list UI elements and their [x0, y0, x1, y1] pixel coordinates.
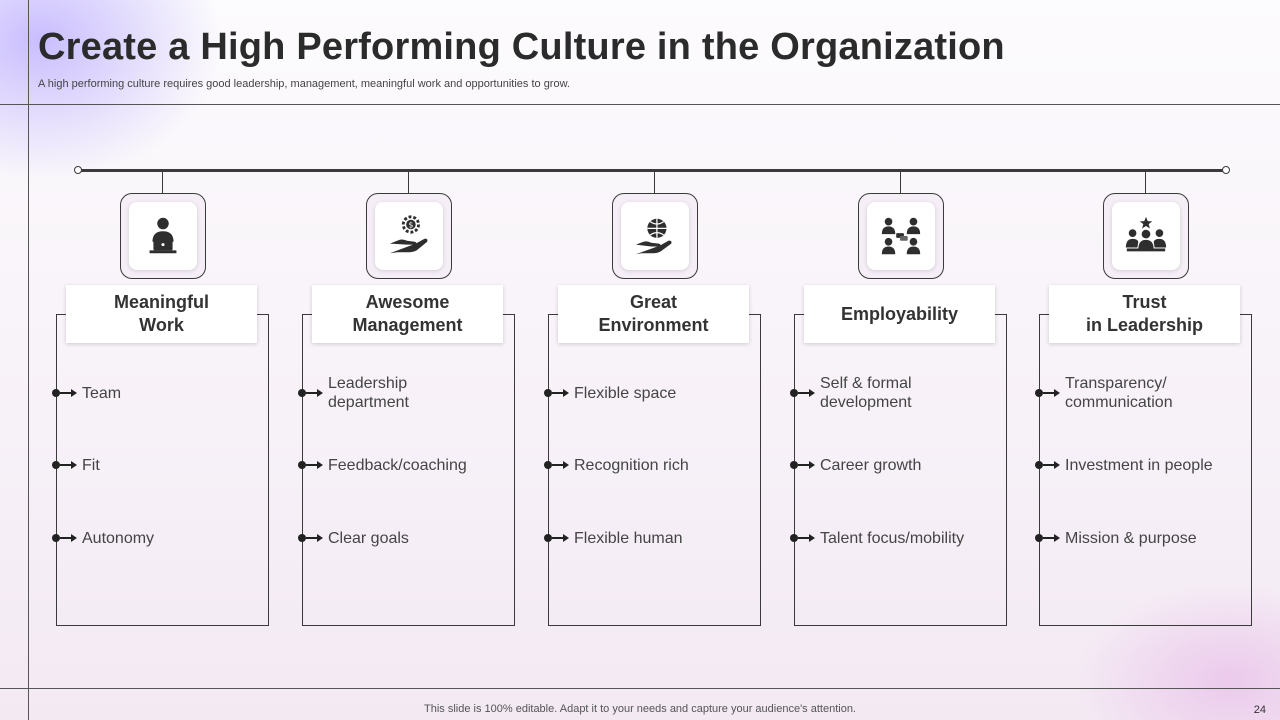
list-item: Recognition rich [544, 445, 760, 485]
arrow-icon [60, 534, 77, 542]
list-item: Team [52, 373, 268, 413]
column-meaningful-work: Meaningful Work Team Fit Autonomy [52, 170, 270, 630]
column-title: Awesome Management [312, 285, 503, 343]
arrow-icon [1043, 389, 1060, 397]
icon-frame [120, 193, 206, 279]
arrow-icon [1043, 534, 1060, 542]
column-great-environment: Great Environment Flexible space Recogni… [544, 170, 762, 630]
arrow-icon [60, 461, 77, 469]
left-guide-line [28, 0, 29, 720]
arrow-icon [798, 389, 815, 397]
icon-frame: $ [366, 193, 452, 279]
arrow-icon [798, 534, 815, 542]
list-item: Self & formal development [790, 373, 1006, 413]
page-subtitle: A high performing culture requires good … [38, 78, 570, 90]
column-employability: Employability Self & formal development … [790, 170, 1008, 630]
column-title: Trust in Leadership [1049, 285, 1240, 343]
column-connector [1145, 170, 1146, 194]
list-item: Flexible space [544, 373, 760, 413]
hand-money-gear-icon: $ [389, 215, 428, 254]
icon-frame [1103, 193, 1189, 279]
arrow-icon [552, 461, 569, 469]
list-item: Flexible human [544, 518, 760, 558]
page-number: 24 [1253, 704, 1266, 716]
arrow-icon [798, 461, 815, 469]
column-trust-in-leadership: Trust in Leadership Transparency/ commun… [1035, 170, 1253, 630]
list-item: Autonomy [52, 518, 268, 558]
column-title: Meaningful Work [66, 285, 257, 343]
hand-globe-icon [635, 218, 672, 255]
page-title: Create a High Performing Culture in the … [38, 26, 1005, 68]
footer-note: This slide is 100% editable. Adapt it to… [424, 703, 856, 715]
employee-laptop-icon [149, 217, 177, 254]
arrow-icon [306, 389, 323, 397]
icon-frame [858, 193, 944, 279]
list-item: Leadership department [298, 373, 514, 413]
list-item: Talent focus/mobility [790, 518, 1006, 558]
connector-bus-line [78, 169, 1226, 172]
column-connector [162, 170, 163, 194]
arrow-icon [306, 534, 323, 542]
list-item: Fit [52, 445, 268, 485]
list-item: Feedback/coaching [298, 445, 514, 485]
arrow-icon [306, 461, 323, 469]
arrow-icon [552, 389, 569, 397]
bus-right-endpoint [1222, 166, 1230, 174]
list-item: Career growth [790, 445, 1006, 485]
column-title: Great Environment [558, 285, 749, 343]
column-connector [408, 170, 409, 194]
column-title: Employability [804, 285, 995, 343]
bus-left-endpoint [74, 166, 82, 174]
list-item: Mission & purpose [1035, 518, 1251, 558]
arrow-icon [552, 534, 569, 542]
column-connector [900, 170, 901, 194]
team-network-icon [881, 217, 921, 255]
list-item: Investment in people [1035, 445, 1251, 485]
svg-text:$: $ [408, 220, 413, 229]
icon-frame [612, 193, 698, 279]
leader-star-team-icon [1125, 216, 1167, 252]
arrow-icon [1043, 461, 1060, 469]
header-divider [0, 104, 1280, 105]
list-item: Transparency/ communication [1035, 373, 1251, 413]
list-item: Clear goals [298, 518, 514, 558]
footer-divider [0, 688, 1280, 689]
arrow-icon [60, 389, 77, 397]
column-connector [654, 170, 655, 194]
column-awesome-management: $ Awesome Management Leadership departme… [298, 170, 516, 630]
